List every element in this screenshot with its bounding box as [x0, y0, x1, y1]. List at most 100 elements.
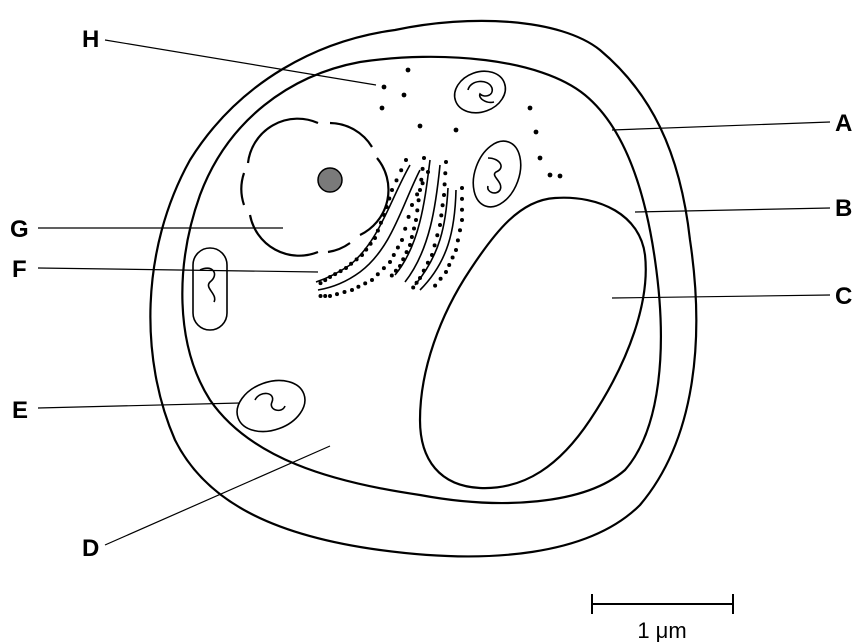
ribosome-dot: [419, 178, 423, 182]
ribosome-dot: [435, 233, 439, 237]
nucleolus: [318, 168, 342, 192]
ribosome-dot: [319, 294, 323, 298]
cell-wall-outer: [150, 21, 696, 557]
ribosome-dot: [399, 168, 403, 172]
ribosome-dot: [390, 274, 394, 278]
ribosome-dot: [415, 208, 419, 212]
ribosome-dot: [418, 188, 422, 192]
ribosome-dot: [328, 275, 332, 279]
ribosome-dot: [323, 278, 327, 282]
ribosome-dot: [407, 215, 411, 219]
ribosome-dot: [426, 261, 430, 265]
ribosome-dot: [398, 264, 402, 268]
ribosome-dot: [415, 192, 419, 196]
ribosome-dot: [415, 281, 419, 285]
ribosome-dot: [417, 198, 421, 202]
ribosome-dot: [400, 238, 404, 242]
scale-bar: 1 μm: [592, 594, 733, 643]
mitochondrion-right: [465, 135, 530, 214]
mitochondrion-top: [449, 64, 512, 119]
ribosome-dot: [442, 193, 446, 197]
ribosome-dot: [412, 227, 416, 231]
ribosome-dot: [395, 178, 399, 182]
label-g: G: [10, 216, 29, 243]
ribosome-dot: [414, 218, 418, 222]
ribosome-dot: [376, 229, 380, 233]
ribosome-dot: [356, 285, 360, 289]
ribosome-dot: [430, 253, 434, 257]
ribosome-dot: [328, 294, 332, 298]
ribosome-dot: [439, 213, 443, 217]
ribosome-dot: [411, 286, 415, 290]
mitochondrion-e: [230, 371, 312, 440]
ribosome-dot: [447, 263, 451, 267]
ribosome-dot: [343, 290, 347, 294]
ribosome-dot: [441, 203, 445, 207]
ribosome-dot: [410, 235, 414, 239]
ribosome-dot: [443, 171, 447, 175]
ribosome-dot: [339, 269, 343, 273]
ribosome-dot: [360, 253, 364, 257]
ribosome-dot: [433, 243, 437, 247]
label-f: F: [12, 256, 27, 283]
ribosome-dot: [370, 278, 374, 282]
ribosome-dot: [382, 266, 386, 270]
ribosome-dot: [376, 272, 380, 276]
label-a: A: [835, 110, 852, 137]
ribosome-dot: [379, 221, 383, 225]
ribosome-dot: [460, 208, 464, 212]
ribosome-dot: [401, 257, 405, 261]
ribosome-dot: [349, 262, 353, 266]
ribosome-dot: [433, 284, 437, 288]
label-b: B: [835, 195, 852, 222]
ribosome-dot: [403, 227, 407, 231]
ribosome-dot: [443, 182, 447, 186]
ribosome-dot: [454, 248, 458, 252]
label-h: H: [82, 26, 99, 53]
ribosome-dot: [422, 269, 426, 273]
ribosome-dot: [390, 188, 394, 192]
ribosome-dot: [444, 160, 448, 164]
scale-bar-label: 1 μm: [637, 618, 686, 643]
ribosome-dot: [410, 203, 414, 207]
label-c: C: [835, 283, 852, 310]
ribosome-dot: [355, 257, 359, 261]
mitochondrion-left: [193, 248, 227, 330]
ribosome-dot: [405, 250, 409, 254]
ribosome-dot: [418, 276, 422, 280]
ribosome-dot: [456, 238, 460, 242]
ribosome-dot: [363, 281, 367, 285]
ribosome-dot: [369, 242, 373, 246]
ribosome-dot: [387, 197, 391, 201]
ribosome-dot: [396, 246, 400, 250]
ribosome-dot: [408, 243, 412, 247]
ribosome-dot: [438, 223, 442, 227]
ribosome-dot: [404, 158, 408, 162]
ribosome-dot: [333, 272, 337, 276]
ribosome-dot: [335, 292, 339, 296]
ribosome-dot: [394, 269, 398, 273]
ribosome-dot: [421, 181, 425, 185]
vacuole: [420, 198, 646, 488]
nucleus: [241, 119, 388, 256]
ribosome-dot: [458, 228, 462, 232]
ribosome-dot: [421, 167, 425, 171]
ribosome-dot: [323, 294, 327, 298]
ribosome-dot: [439, 277, 443, 281]
ribosome-dot: [460, 197, 464, 201]
ribosome-dot: [382, 213, 386, 217]
label-d: D: [82, 535, 99, 562]
ribosome-dot: [373, 236, 377, 240]
label-e: E: [12, 397, 28, 424]
ribosome-dot: [385, 205, 389, 209]
ribosome-dot: [460, 186, 464, 190]
ribosome-dot: [388, 260, 392, 264]
ribosome-dot: [344, 266, 348, 270]
ribosome-dot: [460, 218, 464, 222]
ribosome-dot: [451, 256, 455, 260]
ribosome-dot: [364, 248, 368, 252]
ribosome-dot: [444, 270, 448, 274]
ribosome-dot: [319, 281, 323, 285]
ribosome-dot: [426, 170, 430, 174]
